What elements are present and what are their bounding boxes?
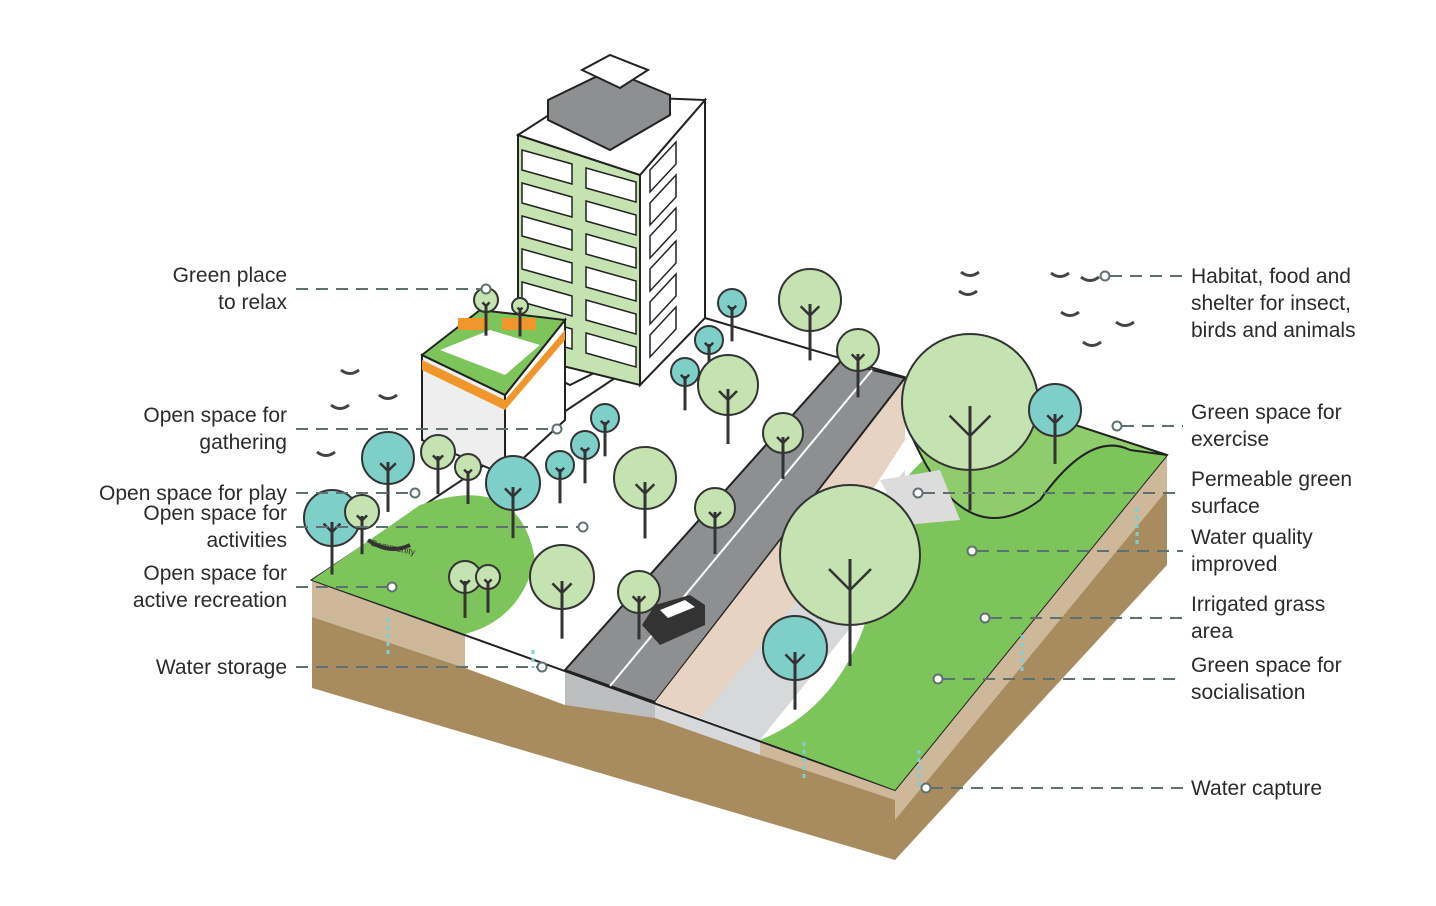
leader-endpoint (409, 487, 421, 499)
front-topsoil-layer (312, 580, 465, 668)
tree-branch (483, 578, 493, 585)
bird-icon (1050, 271, 1070, 278)
window (649, 140, 677, 194)
water-arrows (386, 508, 1139, 790)
tree-branch (948, 414, 992, 438)
window (521, 248, 573, 284)
bird-icon (1080, 275, 1100, 282)
callout-label-left: Open space for gathering (143, 404, 287, 454)
callout-label-left: Water storage (155, 656, 287, 679)
callout-label-left: Green place to relax (172, 264, 287, 314)
bird-icon (1115, 320, 1135, 327)
bird-icon (1082, 340, 1102, 347)
tree-branch (504, 487, 522, 499)
leader-endpoint (386, 581, 398, 593)
callout-label-right: Habitat, food and shelter for insect, bi… (1191, 265, 1356, 342)
park-lawn (312, 495, 535, 634)
tree-branch (579, 446, 591, 454)
tree-branch (634, 483, 656, 496)
bird-icon (378, 393, 398, 400)
leader-lines (296, 270, 1183, 794)
tree-branch (551, 582, 573, 595)
tree-branch (799, 305, 821, 318)
window (649, 173, 677, 227)
window (649, 206, 677, 260)
window (585, 167, 637, 203)
callout-label-right: Irrigated grass area (1191, 593, 1326, 643)
leader-endpoint (577, 521, 589, 533)
tree-branch (356, 514, 368, 523)
callout-label-right: Water capture (1191, 777, 1323, 800)
tree-branch (463, 468, 473, 476)
tree-branch (432, 454, 444, 463)
bird-icon (330, 403, 350, 410)
window (585, 332, 637, 368)
leader-endpoint (551, 423, 563, 435)
front-path-section (655, 702, 760, 755)
leader-endpoint (912, 487, 924, 499)
window (521, 149, 573, 185)
tree-branch (703, 341, 715, 349)
front-road-section (565, 670, 655, 718)
tree-branch (379, 462, 397, 473)
callout-label-left: Open space for active recreation (132, 562, 287, 612)
window (521, 182, 573, 218)
window (649, 272, 677, 326)
leader-endpoint (920, 782, 932, 794)
front-soil-section (760, 740, 895, 800)
callout-label-left: Open space for activities (143, 502, 287, 552)
right-green-area (760, 420, 1167, 790)
bird-icon (316, 450, 336, 457)
callout-label-right: Water quality improved (1191, 526, 1313, 576)
tree-branch (718, 390, 738, 402)
tree-branch (784, 653, 806, 666)
tree-branch (708, 511, 722, 520)
tree-branch (554, 466, 566, 474)
bird-icon (960, 270, 980, 277)
callout-label-right: Green space for socialisation (1191, 654, 1342, 704)
tree-branch (679, 373, 691, 381)
tree-branch (1046, 414, 1064, 425)
callout-label-right: Permeable green surface (1191, 468, 1353, 518)
callout-label-right: Green space for exercise (1191, 401, 1342, 451)
tree-branch (828, 568, 872, 592)
leader-endpoint (536, 661, 548, 673)
tree-branch (726, 304, 738, 312)
front-white-section (465, 634, 565, 705)
callout-label-left: Open space for play (99, 482, 287, 505)
window (649, 305, 677, 359)
community-banner (366, 538, 411, 551)
tree-branch (516, 306, 524, 312)
tree-branch (599, 419, 611, 427)
leader-endpoint (480, 283, 492, 295)
tree-branch (481, 301, 491, 308)
bird-icon (1060, 310, 1080, 317)
tree-branch (776, 436, 790, 445)
leader-endpoint (932, 673, 944, 685)
leader-endpoint (966, 545, 978, 557)
bird-icon (340, 368, 360, 375)
window (585, 200, 637, 236)
window (649, 239, 677, 293)
low-building (420, 308, 567, 478)
window (585, 299, 637, 335)
window (521, 215, 573, 251)
window (585, 233, 637, 269)
tree-branch (631, 595, 647, 605)
car-icon (642, 595, 705, 645)
tree-branch (850, 353, 866, 363)
right-topsoil-layer (895, 455, 1167, 820)
birds (316, 270, 1135, 457)
window (521, 281, 573, 317)
window (585, 266, 637, 302)
bird-icon (958, 289, 978, 296)
tree-branch (459, 579, 471, 587)
leader-endpoint (1099, 270, 1111, 282)
orange-band (422, 360, 505, 410)
leader-endpoint (1111, 420, 1123, 432)
trees (303, 268, 1082, 710)
leader-endpoint (979, 612, 991, 624)
